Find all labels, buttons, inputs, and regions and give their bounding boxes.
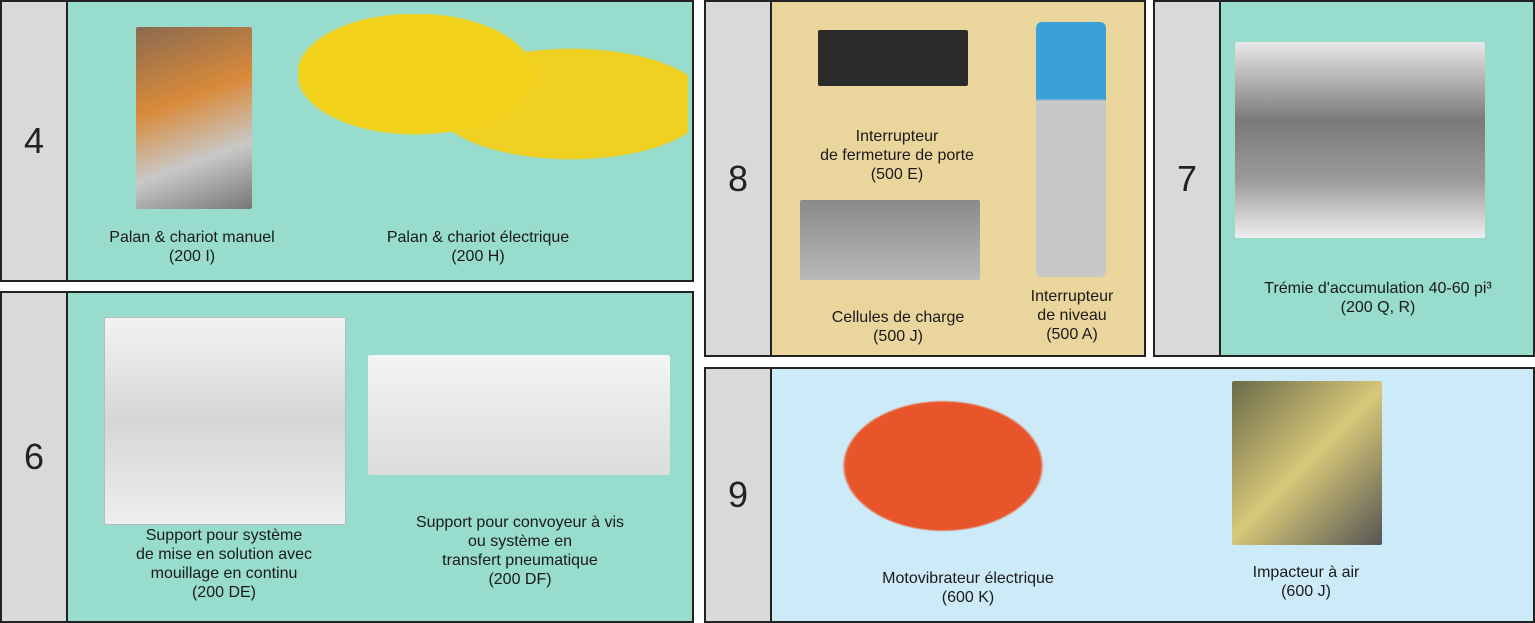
panel-number: 7: [1155, 2, 1221, 355]
caption-line: Trémie d'accumulation 40-60 pi³: [1264, 280, 1492, 297]
electric-hoist-image: [298, 14, 688, 214]
panel-number: 9: [706, 369, 772, 621]
caption-vibrator-motor: Motovibrateur électrique (600 K): [882, 569, 1054, 607]
panel-number: 4: [2, 2, 68, 280]
caption-line: Support pour système: [145, 527, 303, 544]
caption-line: Palan & chariot manuel: [109, 229, 275, 246]
caption-manual-hoist: Palan & chariot manuel (200 I): [109, 228, 274, 266]
caption-line: (200 DE): [191, 584, 257, 601]
hopper-image: [1235, 42, 1485, 238]
caption-line: Motovibrateur électrique: [882, 570, 1054, 587]
door-switch-image: [818, 30, 968, 86]
panel-7: 7 Trémie d'accumulation 40-60 pi³ (200 Q,…: [1153, 0, 1535, 357]
caption-line: (200 Q, R): [1340, 299, 1416, 316]
caption-line: Interrupteur: [1030, 288, 1114, 305]
caption-hopper: Trémie d'accumulation 40-60 pi³ (200 Q, R…: [1264, 279, 1491, 317]
caption-support-mixing: Support pour système de mise en solution …: [136, 526, 312, 602]
panel-6: 6 Support pour système de mise en solutio…: [0, 291, 694, 623]
support-mixing-image: [104, 317, 346, 525]
level-switch-image: [1036, 22, 1106, 277]
panel-4: 4 Palan & chariot manuel (200 I) Palan & …: [0, 0, 694, 282]
caption-line: ou système en: [467, 533, 573, 550]
caption-line: Palan & chariot électrique: [386, 229, 570, 246]
panel-8: 8 Interrupteur de fermeture de porte (500 …: [704, 0, 1146, 357]
panel-number: 6: [2, 293, 68, 621]
caption-line: Impacteur à air: [1252, 564, 1360, 581]
panel-9: 9 Motovibrateur électrique (600 K) Impact…: [704, 367, 1535, 623]
air-impactor-image: [1232, 381, 1382, 545]
caption-line: transfert pneumatique: [442, 552, 598, 569]
caption-line: de fermeture de porte: [820, 147, 974, 164]
caption-line: (500 J): [873, 328, 923, 345]
caption-support-conveyor: Support pour convoyeur à vis ou système e…: [416, 513, 624, 589]
caption-line: de mise en solution avec: [135, 546, 313, 563]
caption-air-impactor: Impacteur à air (600 J): [1253, 563, 1360, 601]
caption-line: de niveau: [1037, 307, 1107, 324]
caption-line: (600 K): [941, 589, 995, 606]
caption-line: Cellules de charge: [831, 309, 965, 326]
caption-electric-hoist: Palan & chariot électrique (200 H): [387, 228, 569, 266]
manual-hoist-image: [136, 27, 252, 209]
caption-line: (200 H): [451, 248, 505, 265]
caption-line: (500 A): [1046, 326, 1098, 343]
panel-number: 8: [706, 2, 772, 355]
caption-load-cells: Cellules de charge (500 J): [832, 308, 965, 346]
caption-door-switch: Interrupteur de fermeture de porte (500 E): [820, 127, 974, 184]
vibrator-motor-image: [828, 391, 1058, 541]
caption-line: (200 DF): [488, 571, 552, 588]
caption-line: Interrupteur: [855, 128, 939, 145]
load-cell-image: [800, 200, 980, 280]
caption-line: (200 I): [168, 248, 216, 265]
caption-line: (600 J): [1281, 583, 1331, 600]
caption-line: mouillage en continu: [150, 565, 298, 582]
support-conveyor-image: [368, 355, 670, 475]
caption-level-switch: Interrupteur de niveau (500 A): [1031, 287, 1114, 344]
caption-line: Support pour convoyeur à vis: [415, 514, 625, 531]
caption-line: (500 E): [870, 166, 924, 183]
